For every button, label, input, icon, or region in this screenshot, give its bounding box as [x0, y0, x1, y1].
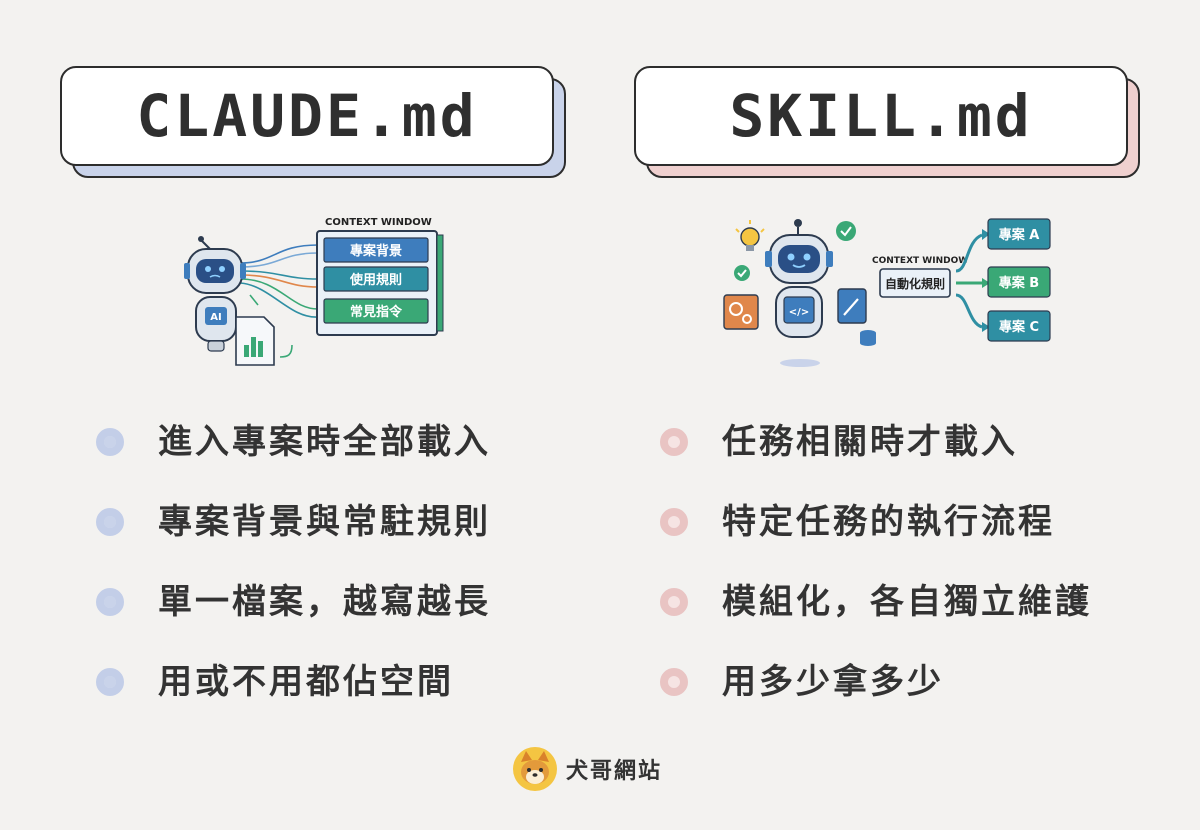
check-icon [734, 265, 750, 281]
bullet-text: 任務相關時才載入 [722, 422, 1018, 462]
list-item: 用多少拿多少 [660, 652, 1092, 732]
skill-md-title-card: SKILL.md [634, 66, 1140, 178]
brand-footer: 犬哥網站 [512, 746, 662, 792]
return-arrow [279, 344, 293, 358]
claude-md-title: CLAUDE.md [136, 82, 478, 150]
list-item: 專案背景與常駐規則 [96, 492, 491, 572]
target-project-b-label: 專案 B [999, 275, 1039, 291]
bullet-text: 模組化，各自獨立維護 [722, 582, 1092, 622]
list-item: 模組化，各自獨立維護 [660, 572, 1092, 652]
context-item-background-label: 專案背景 [350, 243, 402, 259]
context-window-label: CONTEXT WINDOW [325, 217, 432, 228]
claude-md-title-card: CLAUDE.md [60, 66, 566, 178]
bullet-dot [660, 508, 688, 536]
target-project-c [987, 310, 1051, 342]
bullet-dot [96, 428, 124, 456]
target-project-a [987, 218, 1051, 250]
context-item-rules [323, 266, 429, 292]
bullet-text: 進入專案時全部載入 [158, 422, 491, 462]
list-item: 特定任務的執行流程 [660, 492, 1092, 572]
context-window-panel: CONTEXT WINDOW 專案背景 使用規則 常見指令 [316, 217, 444, 336]
rule-label: 自動化規則 [885, 276, 945, 291]
bullet-dot [660, 668, 688, 696]
document-chart-icon [235, 316, 275, 366]
robot-icon: </> [765, 219, 833, 367]
pencil-document-icon [837, 288, 867, 324]
list-item: 進入專案時全部載入 [96, 412, 491, 492]
bullet-text: 用或不用都佔空間 [158, 662, 454, 702]
skill-md-bullet-list: 任務相關時才載入 特定任務的執行流程 模組化，各自獨立維護 用多少拿多少 [660, 412, 1092, 732]
context-window-label: CONTEXT WINDOW [872, 256, 968, 266]
gear-icon [723, 294, 759, 330]
rule-box [879, 268, 951, 298]
chat-check-icon [836, 221, 856, 241]
target-project-b [987, 266, 1051, 298]
lightbulb-icon [735, 220, 765, 251]
bullet-text: 單一檔案，越寫越長 [158, 582, 491, 622]
target-project-a-label: 專案 A [999, 227, 1040, 243]
context-item-commands [323, 298, 429, 324]
context-item-rules-label: 使用規則 [349, 272, 402, 288]
context-item-background [323, 237, 429, 263]
branch-arrows [955, 233, 983, 329]
list-item: 單一檔案，越寫越長 [96, 572, 491, 652]
bullet-text: 特定任務的執行流程 [722, 502, 1055, 542]
list-item: 任務相關時才載入 [660, 412, 1092, 492]
bullet-text: 用多少拿多少 [722, 662, 944, 702]
bullet-dot [660, 428, 688, 456]
list-item: 用或不用都佔空間 [96, 652, 491, 732]
target-project-c-label: 專案 C [999, 319, 1039, 335]
bullet-text: 專案背景與常駐規則 [158, 502, 491, 542]
bullet-dot [96, 588, 124, 616]
brand-name: 犬哥網站 [566, 759, 663, 784]
title-card-box: CLAUDE.md [60, 66, 554, 166]
screen-code-label: </> [789, 307, 809, 318]
claude-md-bullet-list: 進入專案時全部載入 專案背景與常駐規則 單一檔案，越寫越長 用或不用都佔空間 [96, 412, 491, 732]
context-item-commands-label: 常見指令 [350, 304, 403, 320]
robot-ai-badge: AI [210, 312, 221, 323]
bullet-dot [96, 508, 124, 536]
shiba-dog-icon [513, 747, 557, 791]
title-card-box: SKILL.md [634, 66, 1128, 166]
skill-md-title: SKILL.md [729, 82, 1033, 150]
claude-md-illustration: CONTEXT WINDOW 專案背景 使用規則 常見指令 AI [184, 217, 444, 366]
database-icon [860, 330, 876, 346]
connection-wires [239, 244, 319, 318]
skill-md-illustration: </> CONTEXT WINDOW 自動化規則 專案 A 專案 B 專案 C [723, 218, 1051, 367]
bullet-dot [96, 668, 124, 696]
bullet-dot [660, 588, 688, 616]
